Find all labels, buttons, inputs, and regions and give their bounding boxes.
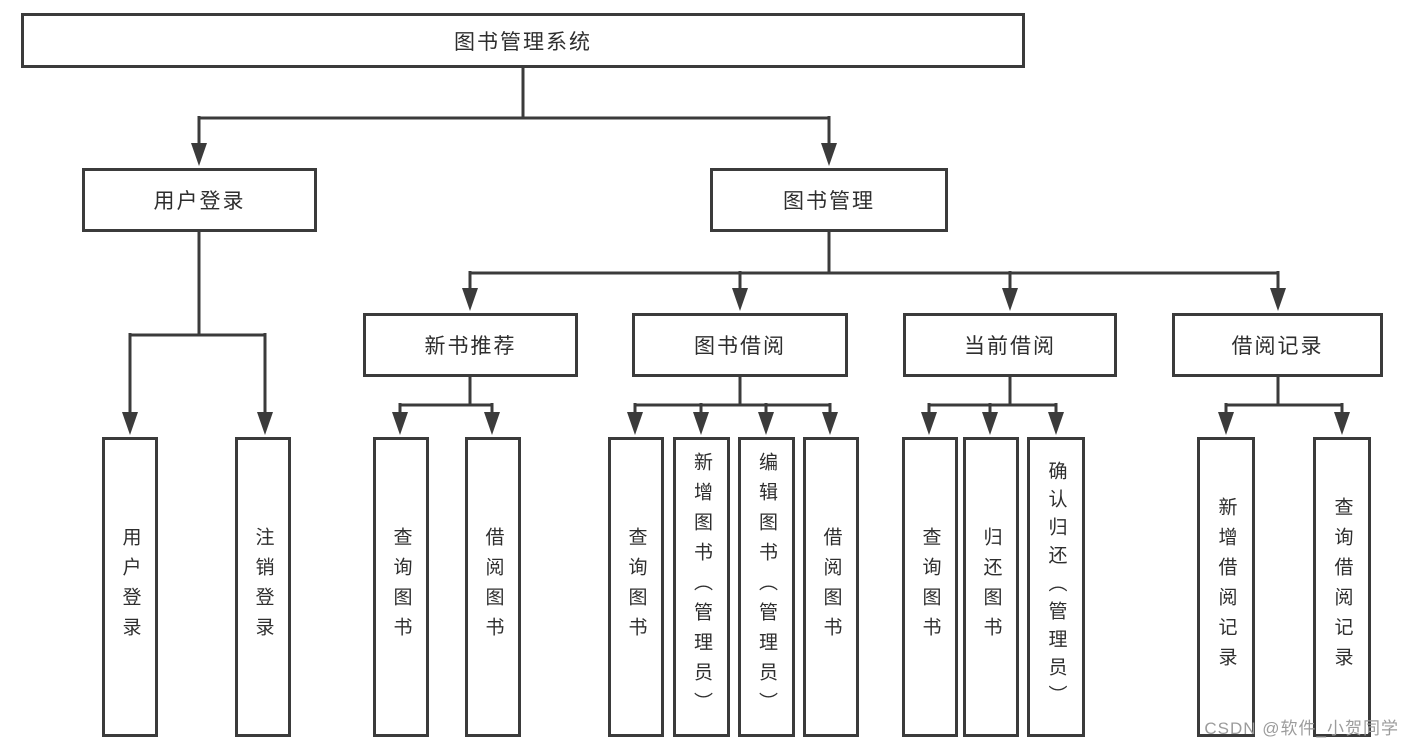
leaf-query-borrow-record-label: 查询借阅记录 — [1331, 497, 1353, 677]
leaf-query-books-recommend: 查询图书 — [373, 437, 429, 737]
leaf-edit-book-admin-label: 编辑图书（管理员） — [756, 452, 777, 722]
node-new-book-recommend: 新书推荐 — [363, 313, 578, 377]
node-book-management: 图书管理 — [710, 168, 948, 232]
leaf-query-books-borrowing: 查询图书 — [608, 437, 664, 737]
leaf-logout: 注销登录 — [235, 437, 291, 737]
node-book-borrowing-label: 图书借阅 — [694, 335, 786, 358]
node-book-borrowing: 图书借阅 — [632, 313, 848, 377]
node-user-login: 用户登录 — [82, 168, 317, 232]
leaf-add-book-admin-label: 新增图书（管理员） — [691, 452, 712, 722]
leaf-query-books-current: 查询图书 — [902, 437, 958, 737]
leaf-query-books-borrowing-label: 查询图书 — [625, 527, 647, 647]
leaf-borrow-books: 借阅图书 — [803, 437, 859, 737]
leaf-add-borrow-record: 新增借阅记录 — [1197, 437, 1255, 737]
leaf-borrow-books-recommend-label: 借阅图书 — [482, 527, 504, 647]
leaf-edit-book-admin: 编辑图书（管理员） — [738, 437, 795, 737]
leaf-logout-label: 注销登录 — [252, 527, 274, 647]
leaf-user-login: 用户登录 — [102, 437, 158, 737]
node-root-system-label: 图书管理系统 — [454, 30, 592, 54]
leaf-return-book-label: 归还图书 — [980, 527, 1002, 647]
leaf-confirm-return-admin-label: 确认归还（管理员） — [1045, 461, 1067, 713]
leaf-query-borrow-record: 查询借阅记录 — [1313, 437, 1371, 737]
node-borrowing-records: 借阅记录 — [1172, 313, 1383, 377]
node-book-management-label: 图书管理 — [783, 190, 875, 213]
leaf-borrow-books-recommend: 借阅图书 — [465, 437, 521, 737]
node-new-book-recommend-label: 新书推荐 — [424, 335, 517, 358]
node-root-system: 图书管理系统 — [21, 13, 1025, 68]
leaf-borrow-books-label: 借阅图书 — [820, 527, 842, 647]
node-user-login-label: 用户登录 — [153, 190, 246, 213]
leaf-add-book-admin: 新增图书（管理员） — [673, 437, 730, 737]
leaf-confirm-return-admin: 确认归还（管理员） — [1027, 437, 1085, 737]
leaf-return-book: 归还图书 — [963, 437, 1019, 737]
leaf-query-books-recommend-label: 查询图书 — [390, 527, 412, 647]
leaf-user-login-label: 用户登录 — [119, 527, 141, 647]
node-current-borrowing-label: 当前借阅 — [964, 335, 1056, 358]
node-borrowing-records-label: 借阅记录 — [1231, 335, 1324, 358]
leaf-add-borrow-record-label: 新增借阅记录 — [1215, 497, 1237, 677]
leaf-query-books-current-label: 查询图书 — [919, 527, 941, 647]
csdn-watermark: CSDN @软件_小贺同学 — [1204, 719, 1399, 738]
node-current-borrowing: 当前借阅 — [903, 313, 1117, 377]
